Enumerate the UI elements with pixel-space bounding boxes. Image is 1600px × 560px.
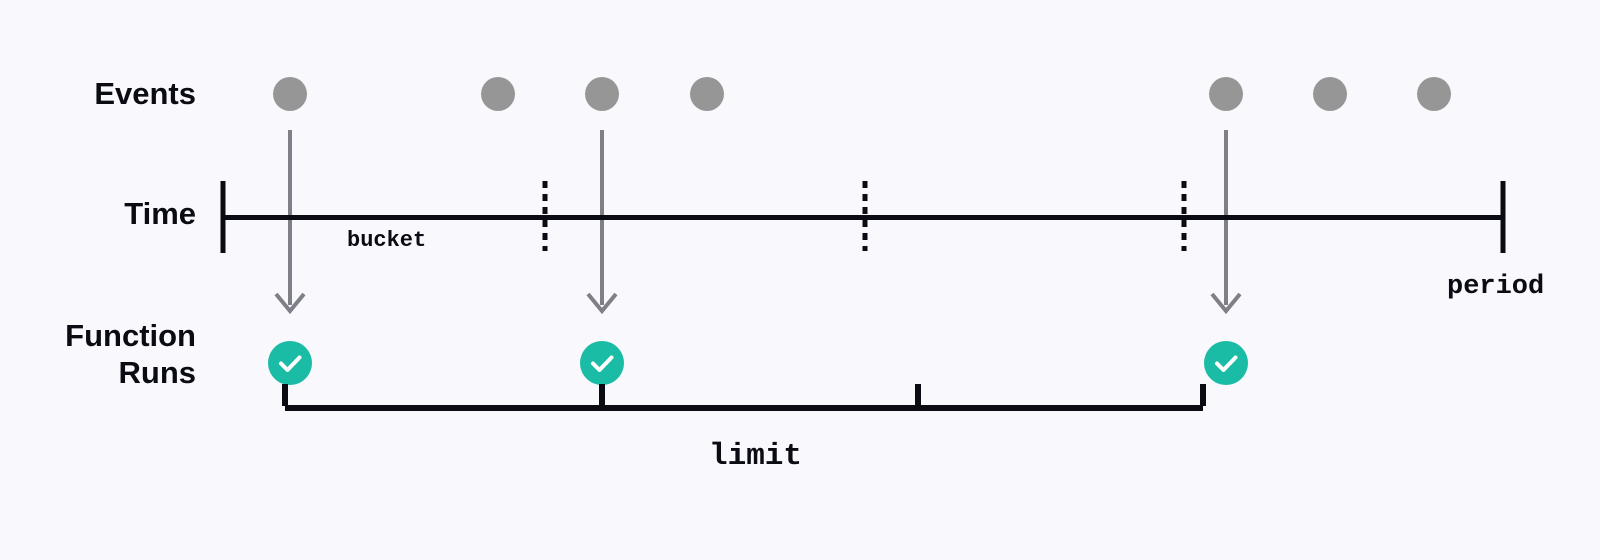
- event-dot-6: [1313, 77, 1347, 111]
- period-label: period: [1447, 272, 1545, 302]
- event-dot-1: [273, 77, 307, 111]
- event-dot-2: [481, 77, 515, 111]
- check-icon: [279, 355, 302, 372]
- arrow-down-icon-2: [585, 288, 619, 321]
- limit-bracket-tick-4: [1200, 384, 1206, 406]
- arrow-down-icon-1: [273, 288, 307, 321]
- limit-bracket-tick-2: [599, 384, 605, 406]
- check-icon: [591, 355, 614, 372]
- row-label-events: Events: [94, 76, 196, 111]
- event-dot-7: [1417, 77, 1451, 111]
- bucket-divider-3: [1181, 181, 1187, 251]
- timeline-end-cap: [1500, 181, 1506, 253]
- event-dot-3: [585, 77, 619, 111]
- row-label-time: Time: [124, 196, 196, 231]
- timeline-start-cap: [220, 181, 226, 253]
- bucket-divider-2: [862, 181, 868, 251]
- limit-bracket-tick-3: [915, 384, 921, 406]
- limit-label: limit: [709, 439, 803, 474]
- row-label-function-runs: Function Runs: [65, 318, 196, 390]
- bucket-label: bucket: [347, 228, 427, 253]
- limit-bracket-bar: [285, 405, 1203, 411]
- function-run-3: [1204, 341, 1248, 385]
- event-dot-5: [1209, 77, 1243, 111]
- function-run-2: [580, 341, 624, 385]
- arrow-down-icon-3: [1209, 288, 1243, 321]
- check-icon: [1215, 355, 1238, 372]
- event-dot-4: [690, 77, 724, 111]
- limit-bracket-tick-1: [282, 384, 288, 406]
- bucket-divider-1: [542, 181, 548, 251]
- function-run-1: [268, 341, 312, 385]
